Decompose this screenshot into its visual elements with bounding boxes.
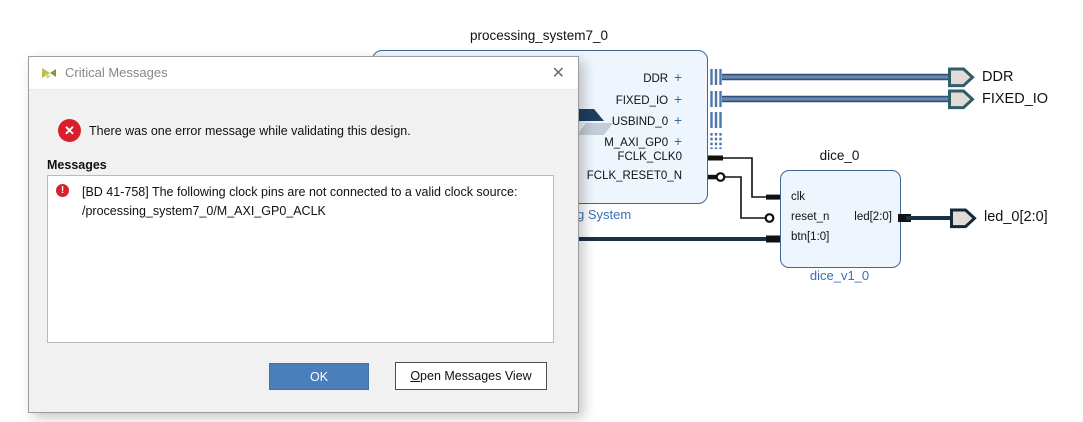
validation-summary-text: There was one error message while valida… xyxy=(89,124,411,138)
usbind-interface-pin-icon xyxy=(710,112,722,128)
dice-instance-name: dice_0 xyxy=(819,148,860,163)
dice-port-btn[interactable]: btn[1:0] xyxy=(791,231,830,243)
dice-reset-n-inverter-icon xyxy=(764,213,775,223)
dice-btn-pin xyxy=(766,235,780,243)
mnemonic-letter: O xyxy=(410,369,421,383)
critical-messages-dialog: Critical Messages ✕ ✕ There was one erro… xyxy=(28,56,579,413)
message-row[interactable]: ! [BD 41-758] The following clock pins a… xyxy=(48,176,553,221)
dialog-title: Critical Messages xyxy=(65,65,168,80)
ps7-port-fixed-io[interactable]: FIXED_IO+ xyxy=(615,92,682,107)
fclk-reset0-n-pin xyxy=(708,174,716,180)
ps7-instance-name: processing_system7_0 xyxy=(469,28,609,43)
fclk-reset0-to-reset-n-wire[interactable] xyxy=(724,176,766,219)
message-line-2: /processing_system7_0/M_AXI_GP0_ACLK xyxy=(82,204,326,218)
fixed-io-interface-pin-icon xyxy=(710,91,722,107)
ext-port-led-0-label[interactable]: led_0[2:0] xyxy=(984,209,1048,225)
dice-block[interactable] xyxy=(780,170,901,268)
ddr-external-port-icon[interactable] xyxy=(948,67,975,88)
dice-port-clk[interactable]: clk xyxy=(791,191,806,203)
fclk-clk0-pin xyxy=(708,155,723,161)
ps7-port-m-axi-gp0[interactable]: M_AXI_GP0+ xyxy=(604,134,682,149)
error-icon: ✕ xyxy=(58,119,81,142)
expand-plus-icon[interactable]: + xyxy=(674,134,682,149)
m-axi-gp0-interface-pin-icon xyxy=(710,133,722,149)
xilinx-logo-icon xyxy=(42,68,56,79)
ext-port-fixed-io-label[interactable]: FIXED_IO xyxy=(982,91,1049,107)
ps7-port-fclk-clk0[interactable]: FCLK_CLK0 xyxy=(617,151,682,163)
dice-led-pin xyxy=(898,214,911,222)
fixed-io-external-port-icon[interactable] xyxy=(948,89,975,110)
messages-list[interactable]: ! [BD 41-758] The following clock pins a… xyxy=(47,175,554,343)
message-line-1: [BD 41-758] The following clock pins are… xyxy=(82,185,518,199)
dice-port-led[interactable]: led[2:0] xyxy=(854,211,892,223)
expand-plus-icon[interactable]: + xyxy=(674,92,682,107)
open-messages-view-button[interactable]: Open Messages View xyxy=(395,362,547,390)
ps7-type-label: g System xyxy=(577,207,632,222)
fclk-reset0-n-inverter-icon xyxy=(715,172,726,182)
dice-clk-pin xyxy=(766,194,780,200)
dialog-titlebar[interactable]: Critical Messages ✕ xyxy=(29,57,578,90)
close-icon[interactable]: ✕ xyxy=(551,65,565,82)
message-text: [BD 41-758] The following clock pins are… xyxy=(82,183,545,221)
ps7-port-ddr[interactable]: DDR+ xyxy=(643,70,682,85)
ok-button[interactable]: OK xyxy=(269,363,369,390)
messages-section-label: Messages xyxy=(47,158,107,172)
ps7-port-usbind-0[interactable]: USBIND_0+ xyxy=(611,113,682,128)
dice-type-label: dice_v1_0 xyxy=(809,268,870,283)
ddr-interface-pin-icon xyxy=(710,69,722,85)
error-badge-icon: ! xyxy=(56,184,69,197)
led-0-external-port-icon[interactable] xyxy=(950,208,977,229)
dice-port-reset-n[interactable]: reset_n xyxy=(791,211,830,223)
fclk-clk0-to-clk-wire[interactable] xyxy=(723,157,766,198)
expand-plus-icon[interactable]: + xyxy=(674,70,682,85)
ps7-port-fclk-reset0-n[interactable]: FCLK_RESET0_N xyxy=(586,170,682,182)
ext-port-ddr-label[interactable]: DDR xyxy=(982,69,1014,85)
expand-plus-icon[interactable]: + xyxy=(674,113,682,128)
